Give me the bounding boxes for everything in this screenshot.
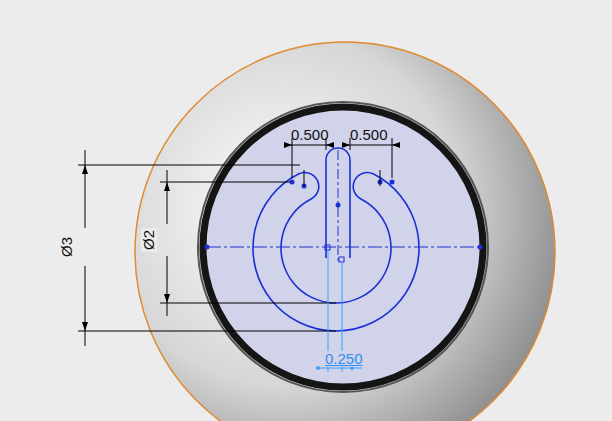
c-slot-profile (253, 172, 419, 331)
point (390, 180, 395, 185)
dimension-label: 0.500 (289, 127, 331, 143)
point (336, 203, 341, 208)
point (478, 245, 483, 250)
point (339, 257, 344, 262)
point (290, 180, 295, 185)
dimension-label: Ø2 (141, 228, 157, 252)
dimension-label: 0.500 (348, 127, 390, 143)
point (316, 366, 320, 370)
centerline (207, 247, 480, 248)
dimension-lines (78, 138, 397, 346)
pocket-rim (198, 102, 488, 392)
dimension-label: 0.250 (323, 351, 365, 367)
pocket-face (203, 107, 483, 387)
point (205, 245, 210, 250)
dimension-label: Ø3 (59, 235, 75, 259)
arrowheads (82, 142, 400, 331)
slot-profile (326, 148, 350, 258)
point (325, 245, 330, 250)
cylinder-face (135, 42, 555, 421)
